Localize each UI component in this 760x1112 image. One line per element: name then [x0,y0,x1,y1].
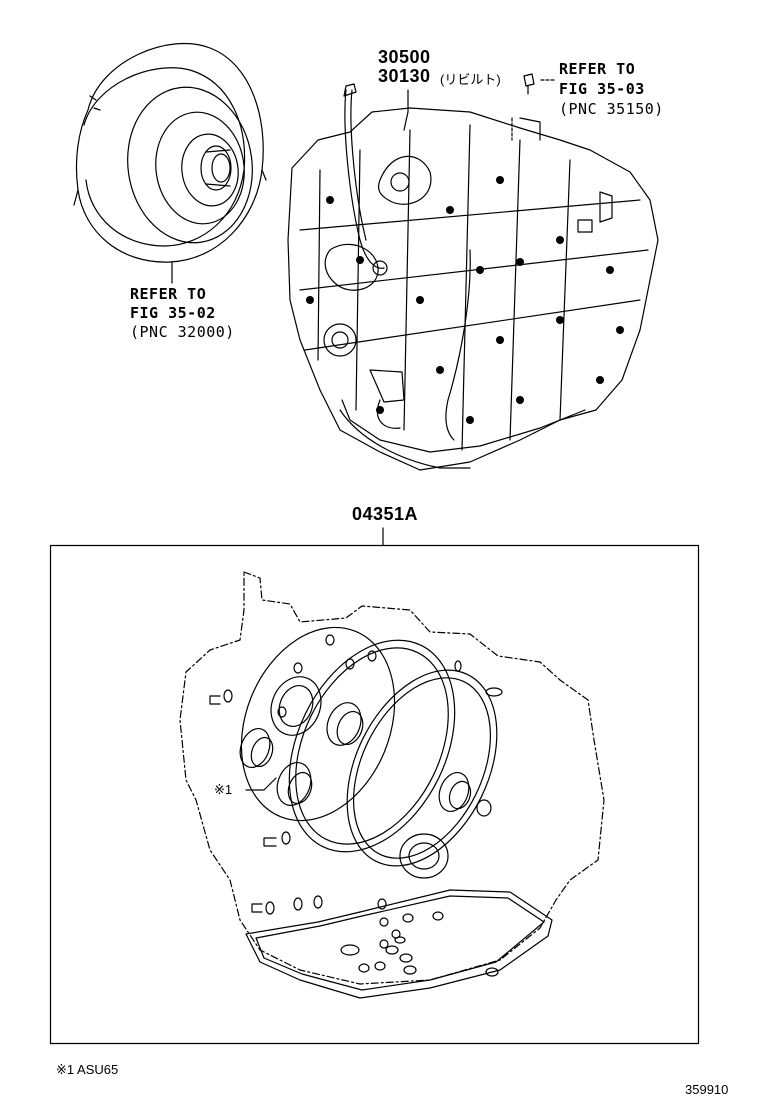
oil-seal-3 [276,762,312,806]
callout-asu65-marker: ※1 [214,782,233,797]
leader-line-transaxle [403,89,409,131]
refer-left-line1[interactable]: REFER TO [130,285,207,303]
oil-pan-gasket [245,889,553,999]
refer-left-line3: (PNC 32000) [130,323,235,341]
figure-id: 359910 [685,1082,729,1097]
refer-right-line2[interactable]: FIG 35-03 [559,80,645,98]
leader-line-asu65 [245,777,277,791]
part-number-rebuilt[interactable]: 30130 [378,66,431,86]
gasket-plate [240,626,396,822]
rebuilt-note: (リビルト) [440,72,501,87]
transaxle-assembly-illustration [287,83,659,471]
part-number-transaxle[interactable]: 30500 [378,47,431,67]
torque-converter-illustration [73,42,267,263]
footnote: ※1 ASU65 [56,1062,119,1077]
large-o-ring-2 [346,669,498,867]
oil-seal-1 [326,702,362,746]
large-o-ring-1 [288,639,456,853]
oil-seal-4 [438,772,470,812]
refer-left-line2[interactable]: FIG 35-02 [130,304,216,322]
case-outline-dashed [179,571,605,985]
oil-seal-2 [239,728,271,768]
refer-right-line3: (PNC 35150) [559,100,664,118]
bolt-35150-illustration [523,73,535,95]
gasket-kit-frame [49,544,700,1045]
refer-right-line1[interactable]: REFER TO [559,60,636,78]
oil-seal-5 [399,833,449,879]
part-number-gasket-kit[interactable]: 04351A [352,504,419,524]
